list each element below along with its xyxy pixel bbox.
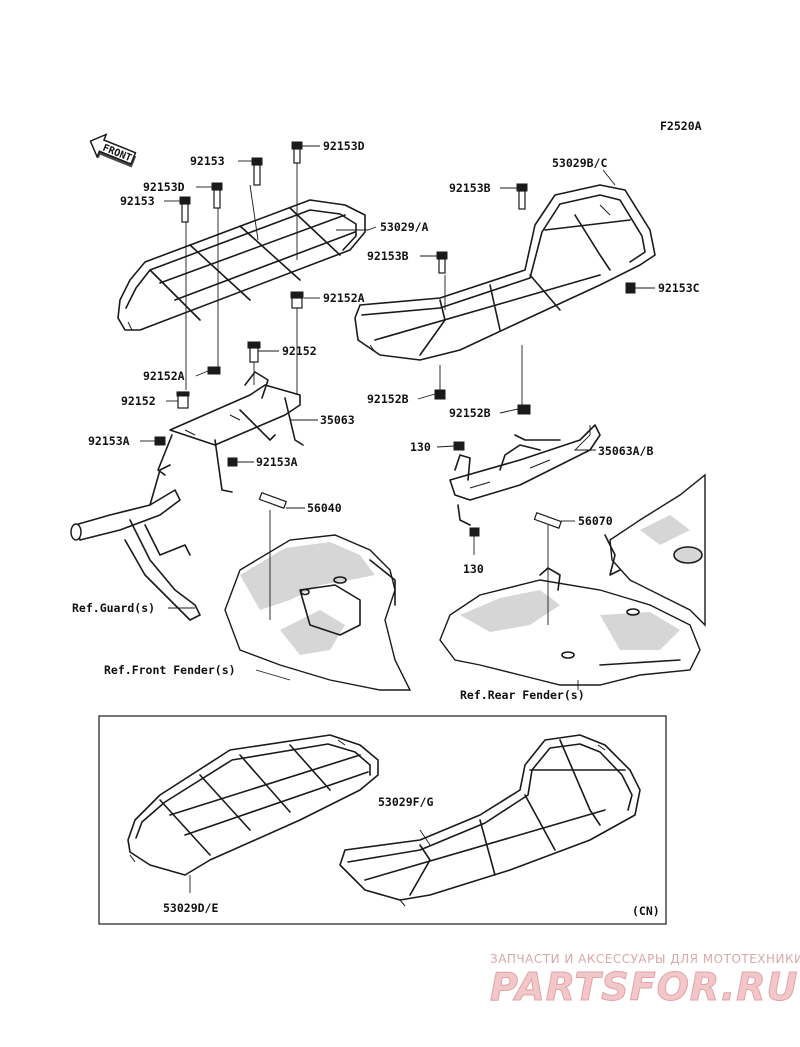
label-130-top: 130 — [410, 440, 431, 454]
label-ref-front-fender: Ref.Front Fender(s) — [104, 663, 236, 677]
label-130-bottom: 130 — [463, 562, 484, 576]
label-92152A-right: 92152A — [323, 291, 365, 305]
collar-92152B-right-icon — [517, 404, 531, 415]
collar-92152A-right-icon — [290, 291, 304, 309]
variant-box — [98, 715, 667, 925]
label-92153-left: 92153 — [120, 194, 155, 208]
label-ref-rear-fender: Ref.Rear Fender(s) — [460, 688, 585, 702]
bolt-130-top-icon — [453, 441, 465, 451]
label-53029DE: 53029D/E — [163, 901, 218, 915]
label-sticker-56040 — [258, 491, 288, 509]
label-92153-top: 92153 — [190, 154, 225, 168]
front-guard — [70, 464, 201, 621]
label-53029FG: 53029F/G — [378, 795, 433, 809]
label-35063: 35063 — [320, 413, 355, 427]
label-92153D-top: 92153D — [323, 139, 365, 153]
front-fender — [224, 534, 412, 691]
label-92153D-left: 92153D — [143, 180, 185, 194]
label-92153A-right: 92153A — [256, 455, 298, 469]
label-sticker-56070 — [533, 511, 563, 529]
part-labels: 92153 92153D 92153D 92153 53029/A 92152A… — [72, 139, 700, 918]
bolt-92153B-mid-icon — [436, 251, 448, 274]
leader-lines — [140, 145, 655, 690]
bolt-130-bottom-icon — [469, 527, 480, 537]
front-carrier — [117, 199, 366, 331]
collar-92152-mid-icon — [247, 341, 261, 363]
label-53029BC: 53029B/C — [552, 156, 607, 170]
front-arrow-icon: FRONT — [89, 133, 137, 168]
bolt-92153D-left-icon — [211, 182, 223, 209]
label-92152B-left: 92152B — [367, 392, 409, 406]
watermark-tagline: ЗАПЧАСТИ И АКСЕССУАРЫ ДЛЯ МОТОТЕХНИКИ — [490, 952, 800, 966]
label-56040: 56040 — [307, 501, 342, 515]
diagram-code: F2520A — [660, 119, 702, 133]
bolt-92153-top-icon — [251, 157, 263, 186]
watermark: ЗАПЧАСТИ И АКСЕССУАРЫ ДЛЯ МОТОТЕХНИКИ PA… — [490, 952, 800, 1010]
rear-fender — [439, 473, 706, 686]
label-35063AB: 35063A/B — [598, 444, 653, 458]
label-92152-left: 92152 — [121, 394, 156, 408]
label-92153A-left: 92153A — [88, 434, 130, 448]
bolt-92153C-icon — [625, 282, 636, 294]
rear-carrier — [354, 184, 656, 361]
label-92152-mid: 92152 — [282, 344, 317, 358]
bolt-92153-left-icon — [179, 196, 191, 223]
bolt-92153D-top-icon — [291, 141, 303, 164]
label-92152B-right: 92152B — [449, 406, 491, 420]
watermark-logo: PARTSFOR.RU — [490, 965, 798, 1009]
collar-92152A-left-icon — [207, 366, 221, 375]
front-bracket-35063 — [157, 371, 304, 493]
bolt-92153B-top-icon — [516, 183, 528, 210]
variant-box-label: (CN) — [632, 904, 660, 918]
collar-92152-left-icon — [176, 391, 190, 409]
variant-leaders — [189, 829, 431, 893]
label-53029A: 53029/A — [380, 220, 429, 234]
label-92153B-mid: 92153B — [367, 249, 409, 263]
label-92153C: 92153C — [658, 281, 700, 295]
variant-front-carrier — [127, 734, 379, 876]
variant-rear-carrier — [339, 734, 641, 907]
label-ref-guard: Ref.Guard(s) — [72, 601, 155, 615]
label-92152A-left: 92152A — [143, 369, 185, 383]
rear-bracket-35063AB — [449, 424, 601, 526]
bolt-92153A-left-icon — [154, 436, 166, 446]
bolt-92153A-right-icon — [227, 457, 238, 467]
label-56070: 56070 — [578, 514, 613, 528]
label-92153B-top: 92153B — [449, 181, 491, 195]
